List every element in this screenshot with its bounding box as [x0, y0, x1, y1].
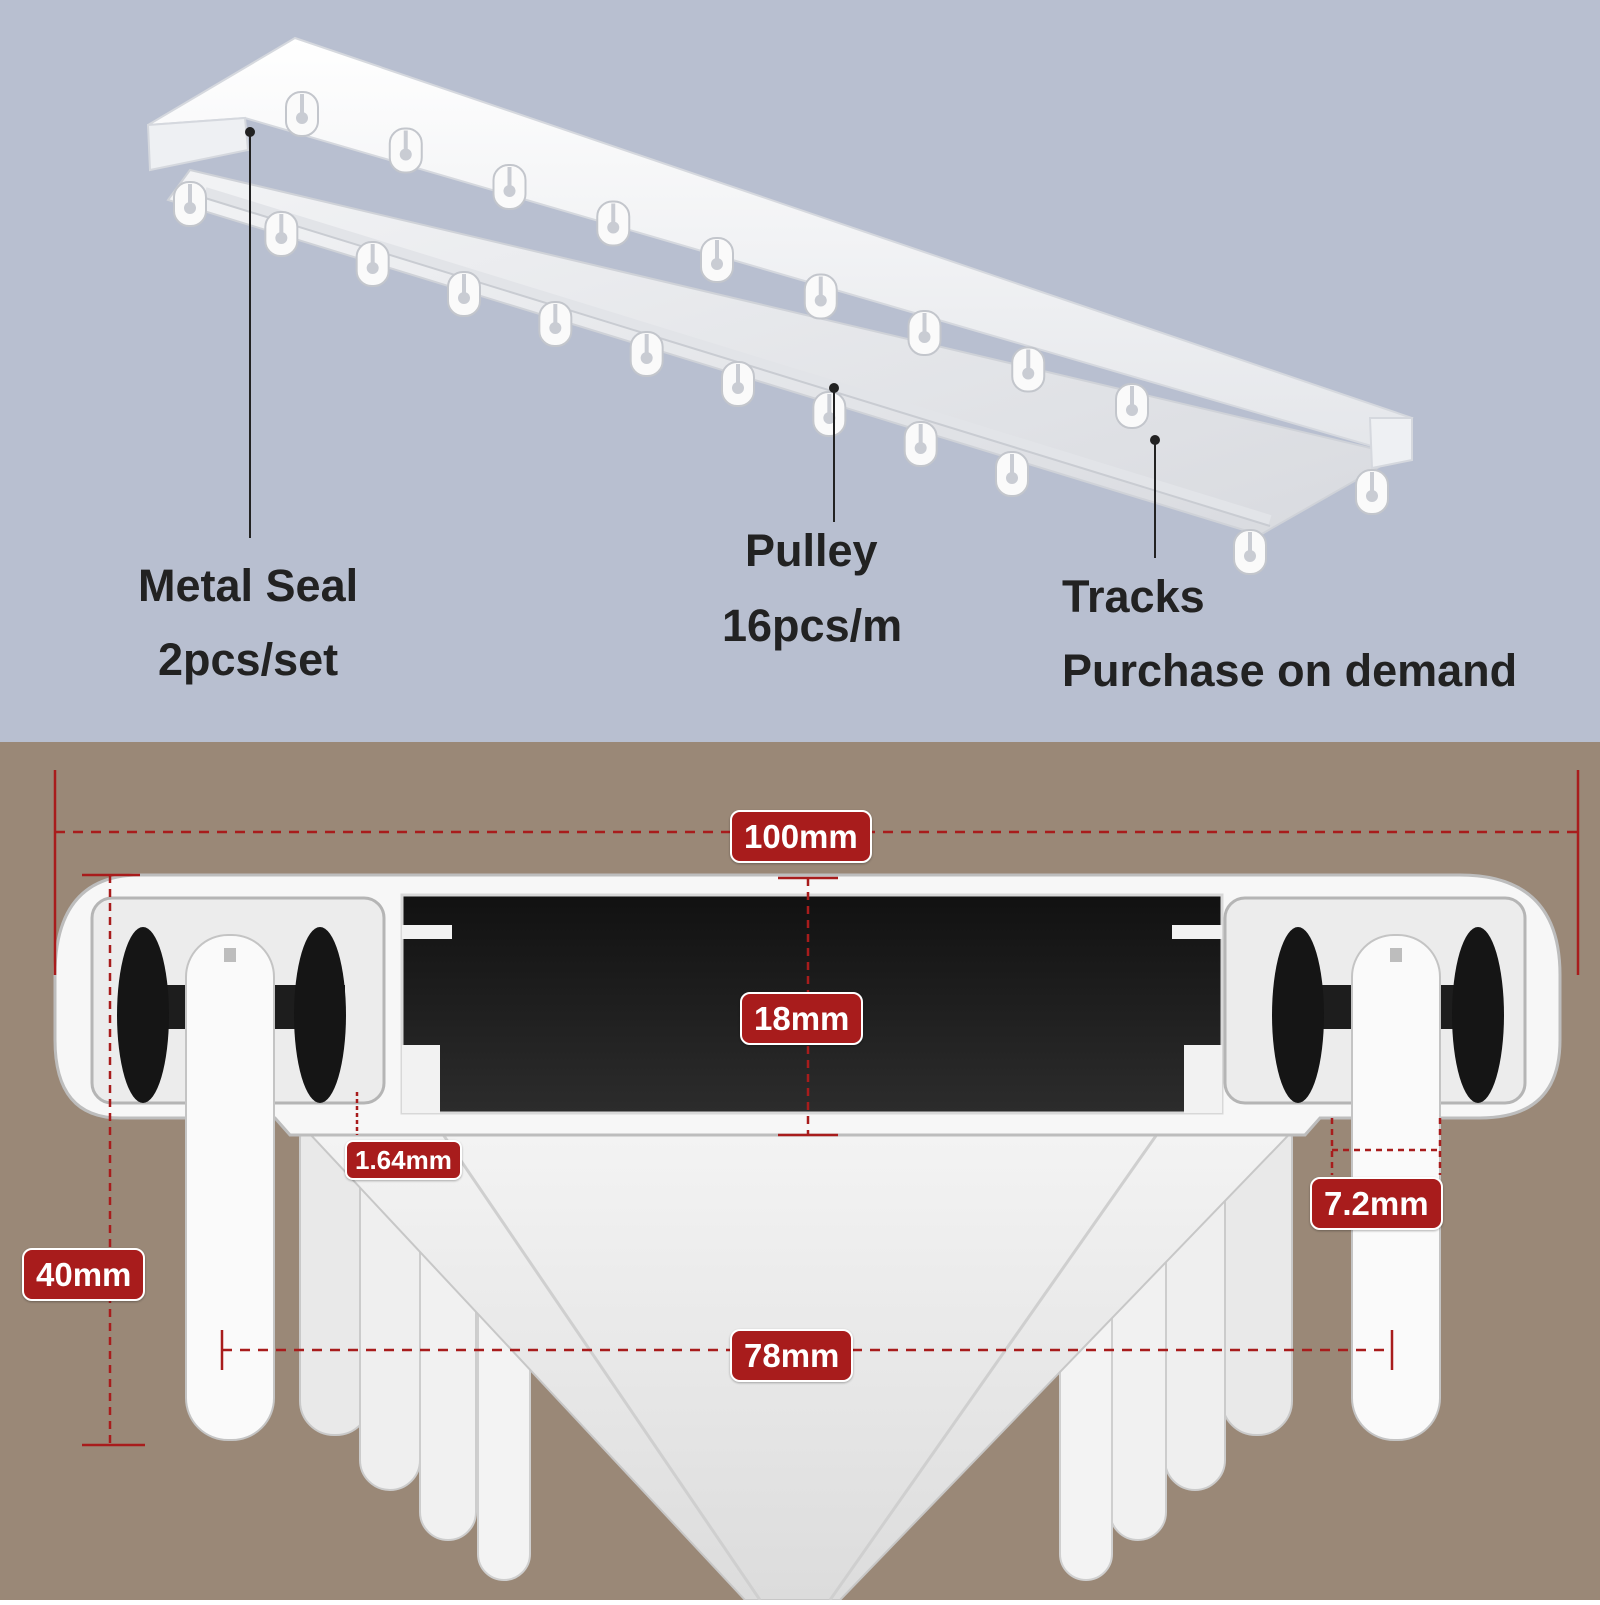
pulley-hook-icon — [721, 361, 755, 407]
curtain-track — [146, 36, 1414, 575]
pulley-hooks — [173, 91, 1389, 575]
dimension-total-width: 100mm — [730, 810, 872, 863]
pulley-hook-icon — [903, 421, 938, 467]
pulley-hook-icon — [803, 273, 838, 320]
pulley-hook-icon — [995, 451, 1029, 497]
tracks-purchase-note: Purchase on demand — [1062, 645, 1518, 696]
metal-seal-label: Metal Seal — [138, 560, 359, 611]
dimension-height: 40mm — [22, 1248, 146, 1301]
pulley-hook-icon — [812, 391, 847, 437]
pulley-hook-icon — [355, 241, 390, 287]
pulley-hook-icon — [1233, 529, 1267, 575]
pulley-hook-icon — [388, 127, 423, 174]
dimension-slot-width: 7.2mm — [1310, 1177, 1443, 1230]
wheel-icon — [1452, 927, 1504, 1103]
tracks-label: Tracks — [1062, 571, 1205, 622]
pulley-hook-icon — [447, 271, 481, 317]
pulley-hook-icon — [1011, 346, 1046, 393]
runner-hook — [185, 934, 275, 1441]
pulley-hook-icon — [492, 164, 527, 210]
pulley-hook-icon — [538, 301, 573, 347]
leader-lines — [245, 127, 1160, 558]
metal-seal-right — [1368, 417, 1413, 470]
pulley-label: Pulley — [745, 525, 878, 576]
pulley-hook-icon — [700, 237, 734, 283]
pulley-hook-icon — [629, 331, 664, 377]
wheel-icon — [294, 927, 346, 1103]
dimension-wall-thickness: 1.64mm — [345, 1140, 462, 1180]
dimension-runner-span: 78mm — [730, 1329, 854, 1382]
pulley-hook-icon — [264, 211, 299, 257]
pulley-hook-icon — [1355, 469, 1389, 515]
pulley-hook-icon — [173, 181, 207, 227]
dimension-channel-depth: 18mm — [740, 992, 864, 1045]
pulley-left — [117, 927, 346, 1441]
wheel-icon — [1272, 927, 1324, 1103]
metal-seal-left — [146, 116, 250, 172]
metal-seal-quantity: 2pcs/set — [158, 634, 339, 685]
pulley-hook-icon — [907, 310, 942, 356]
pulley-hook-icon — [596, 200, 631, 247]
pulley-hook-icon — [285, 91, 319, 137]
pulley-hook-icon — [1115, 383, 1149, 429]
wheel-icon — [117, 927, 169, 1103]
pulley-quantity: 16pcs/m — [722, 600, 903, 651]
